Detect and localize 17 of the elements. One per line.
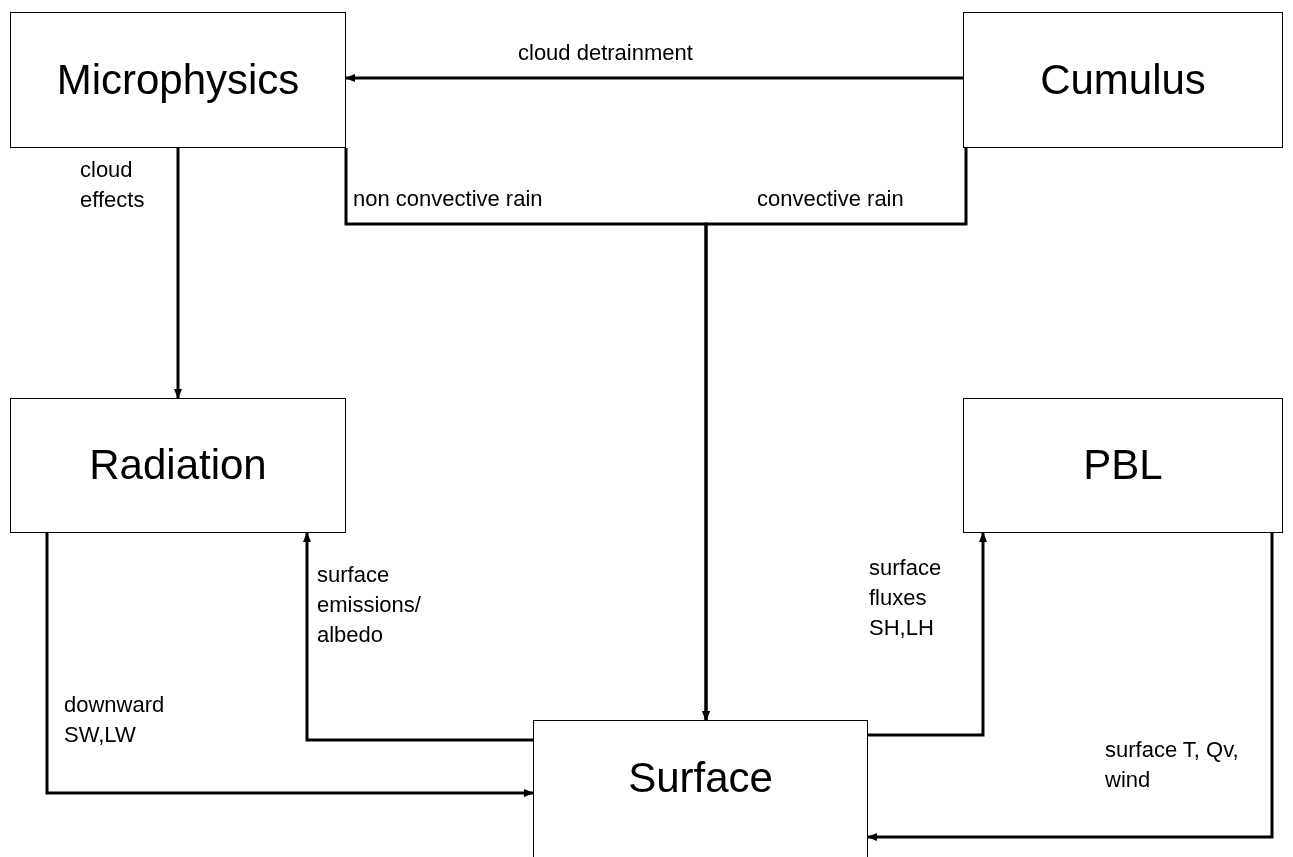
process-box xyxy=(10,398,346,533)
arrow xyxy=(868,532,987,737)
arrow xyxy=(867,533,1274,841)
arrow xyxy=(303,532,533,742)
arrow xyxy=(702,148,968,721)
arrow xyxy=(45,533,534,797)
box-title: PBL xyxy=(1083,440,1163,491)
process-box xyxy=(533,720,868,857)
arrow xyxy=(174,148,182,399)
process-box xyxy=(963,398,1283,533)
process-box xyxy=(10,12,346,148)
box-title: Radiation xyxy=(89,440,267,491)
process-box xyxy=(963,12,1283,148)
box-title: Surface xyxy=(628,753,773,804)
arrow xyxy=(345,74,963,82)
box-title: Microphysics xyxy=(56,54,300,105)
box-title: Cumulus xyxy=(1040,54,1206,105)
